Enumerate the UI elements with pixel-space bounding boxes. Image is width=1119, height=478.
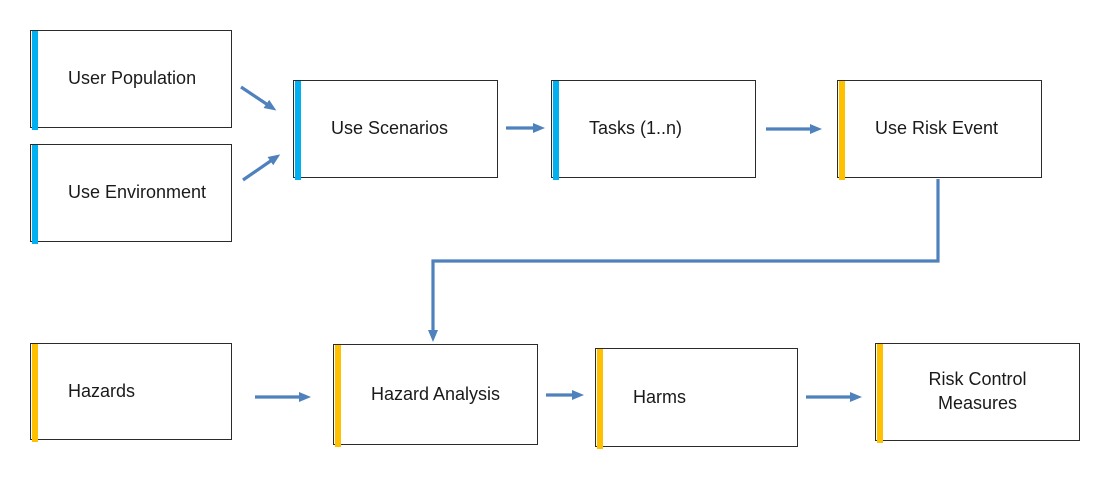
- node-label: Hazards: [68, 380, 136, 401]
- node-hazard-analysis[interactable]: Hazard Analysis: [333, 344, 538, 447]
- node-label: Use Environment: [68, 182, 207, 203]
- connector-user-population-to-use-scenarios: [240, 85, 277, 111]
- node-risk-control-measures[interactable]: Risk Control Measures: [875, 343, 1080, 443]
- node-label: Harms: [633, 386, 686, 407]
- accent-stripe: [32, 145, 38, 244]
- node-label: Hazard Analysis: [371, 383, 501, 404]
- node-use-risk-event[interactable]: Use Risk Event: [837, 80, 1042, 180]
- node-tasks[interactable]: Tasks (1..n): [551, 80, 756, 180]
- connector-use-risk-event-to-hazard-analysis: [428, 179, 940, 342]
- node-use-scenarios[interactable]: Use Scenarios: [293, 80, 498, 180]
- connector-use-environment-to-use-scenarios: [242, 154, 281, 182]
- node-user-population[interactable]: User Population: [30, 30, 232, 130]
- node-label: Tasks (1..n): [589, 118, 683, 139]
- accent-stripe: [295, 81, 301, 180]
- node-label: Use Risk Event: [875, 118, 999, 139]
- node-label: Use Scenarios: [331, 118, 449, 139]
- accent-stripe: [32, 31, 38, 130]
- node-harms[interactable]: Harms: [595, 348, 798, 449]
- node-label: User Population: [68, 68, 197, 89]
- node-use-environment[interactable]: Use Environment: [30, 144, 232, 244]
- accent-stripe: [877, 344, 883, 443]
- accent-stripe: [553, 81, 559, 180]
- node-label: Risk Control Measures: [928, 369, 1027, 413]
- accent-stripe: [32, 344, 38, 442]
- accent-stripe: [335, 345, 341, 447]
- accent-stripe: [597, 349, 603, 449]
- accent-stripe: [839, 81, 845, 180]
- node-hazards[interactable]: Hazards: [30, 343, 232, 442]
